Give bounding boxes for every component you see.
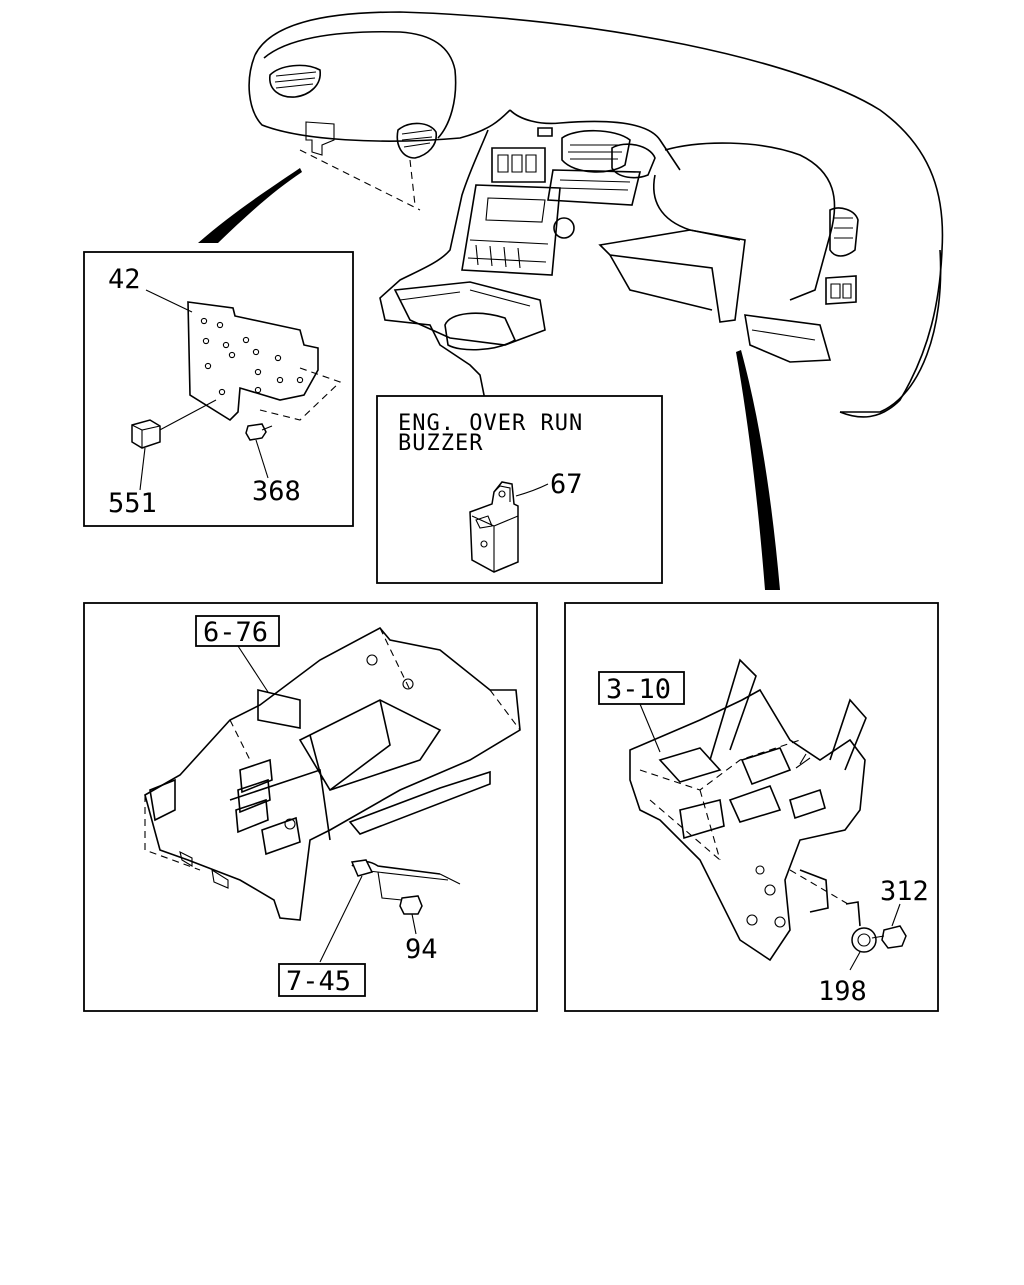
- callout-94: 94: [405, 934, 438, 965]
- note-line-1: ENG. OVER RUN: [398, 411, 583, 436]
- callout-42: 42: [108, 264, 141, 295]
- ref-7-45: 7-45: [286, 966, 351, 997]
- callout-198: 198: [818, 976, 867, 1007]
- callout-67: 67: [550, 469, 583, 500]
- callout-551: 551: [108, 488, 157, 519]
- buzzer-note-box: ENG. OVER RUN BUZZER 67: [376, 395, 663, 584]
- ref-6-76: 6-76: [203, 617, 268, 648]
- note-line-2: BUZZER: [398, 431, 483, 456]
- panel-bracket-box: 42 551 368: [83, 251, 354, 527]
- callout-312: 312: [880, 876, 929, 907]
- pointer-arrows: [198, 168, 780, 590]
- bracket-horn-box: 3-10 198 312: [564, 602, 939, 1012]
- ref-3-10: 3-10: [606, 674, 671, 705]
- instrument-panel-drawing: [248, 11, 944, 418]
- ref-box-6-76: [195, 615, 280, 647]
- ref-box-7-45: [278, 963, 366, 997]
- callout-368: 368: [252, 476, 301, 507]
- console-box: 6-76 7-45 94: [83, 602, 538, 1012]
- ref-box-3-10: [598, 671, 685, 705]
